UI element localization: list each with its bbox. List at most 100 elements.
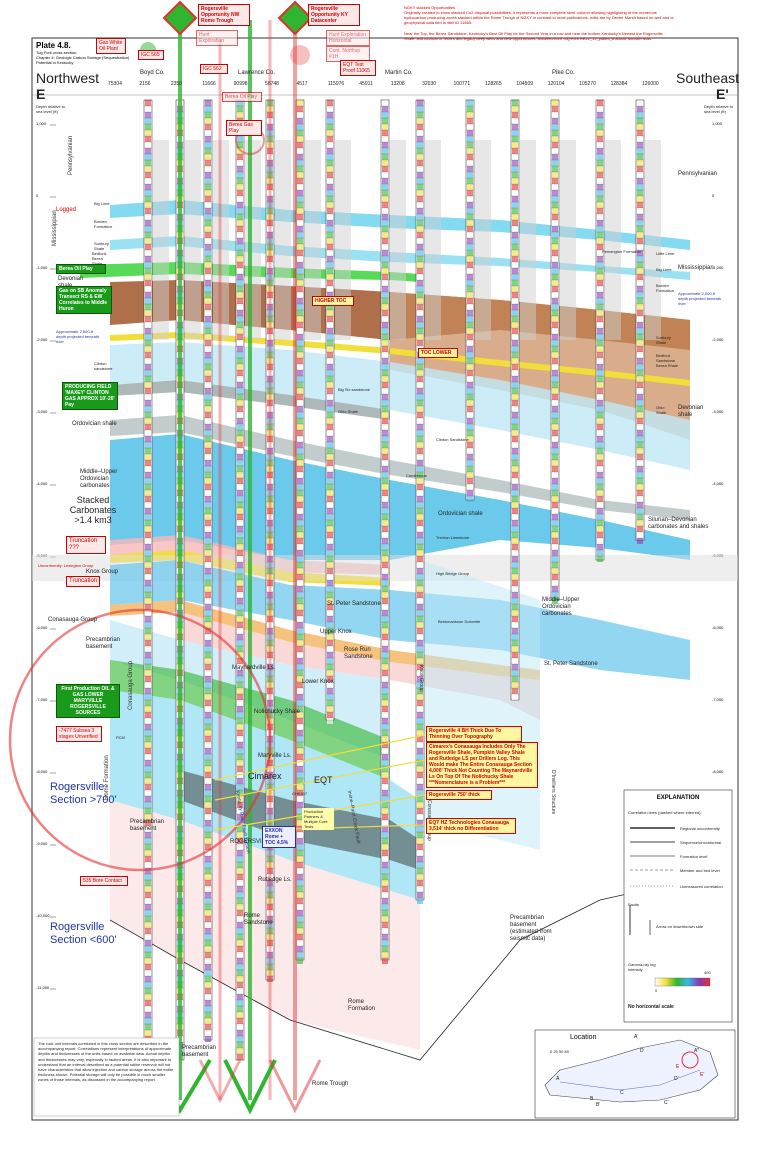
well-id: 2350 [170,81,182,87]
well-log-cell [417,274,423,280]
well-log-cell [145,580,151,586]
well-log-cell [267,778,273,784]
well-log-cell [205,730,211,736]
well-log-cell [382,160,388,166]
well-log-cell [417,292,423,298]
label-ohio-right: Ohio Shale [656,405,667,415]
well-log-cell [327,130,333,136]
well-log-cell [237,964,243,970]
well-log-cell [597,232,603,238]
well-log-cell [552,232,558,238]
well-log-cell [327,472,333,478]
well-log-cell [267,346,273,352]
well-log-cell [267,772,273,778]
well-log-cell [512,502,518,508]
well-log-cell [205,136,211,142]
well-log-cell [637,100,643,106]
well-log-cell [637,184,643,190]
well-log-cell [237,214,243,220]
well-log-cell [237,298,243,304]
well-log-cell [327,394,333,400]
label-ohio-shale-mid: Ohio Shale [338,409,358,414]
well-log-cell [145,850,151,856]
well-log-cell [237,442,243,448]
well-log-cell [145,976,151,982]
well-log-cell [145,154,151,160]
well-log-cell [237,952,243,958]
well-log-cell [637,418,643,424]
well-log-cell [637,304,643,310]
well-log-cell [597,244,603,250]
well-log-cell [637,430,643,436]
well-log-cell [637,508,643,514]
well-log-cell [382,754,388,760]
well-log-cell [297,748,303,754]
well-log-cell [327,496,333,502]
well-log-cell [417,784,423,790]
well-log-cell [297,586,303,592]
well-log-cell [267,712,273,718]
well-log-cell [327,178,333,184]
well-log-cell [205,700,211,706]
well-log-cell [637,112,643,118]
well-log-cell [382,868,388,874]
well-log-cell [552,142,558,148]
label-mid-upper-ord-left: Middle–Upper Ordovician carbonates [80,469,118,489]
well-log-cell [597,118,603,124]
well-log-cell [267,184,273,190]
well-log-cell [417,736,423,742]
well-log-cell [512,286,518,292]
well-log-cell [145,370,151,376]
well-log-cell [237,220,243,226]
callout-exxon: EXXON Rome + TOC 4.5% [262,826,296,848]
well-log-cell [267,610,273,616]
well-log-cell [267,970,273,976]
gamma-log-trace [560,140,576,340]
well-log-cell [467,280,473,286]
band-stacked-carbonates [110,434,690,560]
well-log-cell [297,844,303,850]
well-log-cell [417,802,423,808]
well-log-cell [382,862,388,868]
well-log-cell [382,298,388,304]
well-log-cell [417,424,423,430]
well-log-cell [552,550,558,556]
well-log-cell [597,532,603,538]
well-log-cell [382,460,388,466]
band-ordovician-shale [110,415,690,520]
well-log-cell [512,262,518,268]
well-log-cell [145,622,151,628]
well-log-cell [267,430,273,436]
gamma-log-trace [475,140,491,340]
well-log-cell [512,202,518,208]
well-log-cell [237,184,243,190]
well-log-cell [552,334,558,340]
well-log-cell [637,190,643,196]
well-log-cell [145,664,151,670]
well-log-cell [145,274,151,280]
location-letter: C [620,1090,624,1096]
well-log-cell [267,790,273,796]
well-log-cell [417,202,423,208]
well-log-cell [267,442,273,448]
well-log-cell [417,454,423,460]
well-log-cell [297,292,303,298]
well-log-cell [382,388,388,394]
well-log-cell [267,292,273,298]
well-log-cell [297,514,303,520]
well-id: 90998 [233,81,248,87]
well-log-cell [417,520,423,526]
well-log-cell [417,208,423,214]
well-log-cell [237,136,243,142]
well-log-cell [382,904,388,910]
well-log-cell [297,910,303,916]
well-log-cell [145,892,151,898]
well-log-cell [205,358,211,364]
well-log-cell [512,622,518,628]
well-log-cell [327,124,333,130]
well-log-cell [382,724,388,730]
well-log-cell [297,286,303,292]
well-log-cell [297,772,303,778]
label-eqt: EQT [314,775,333,785]
callout-first-production: First Production OIL & GAS LOWER MARYVIL… [56,684,120,718]
